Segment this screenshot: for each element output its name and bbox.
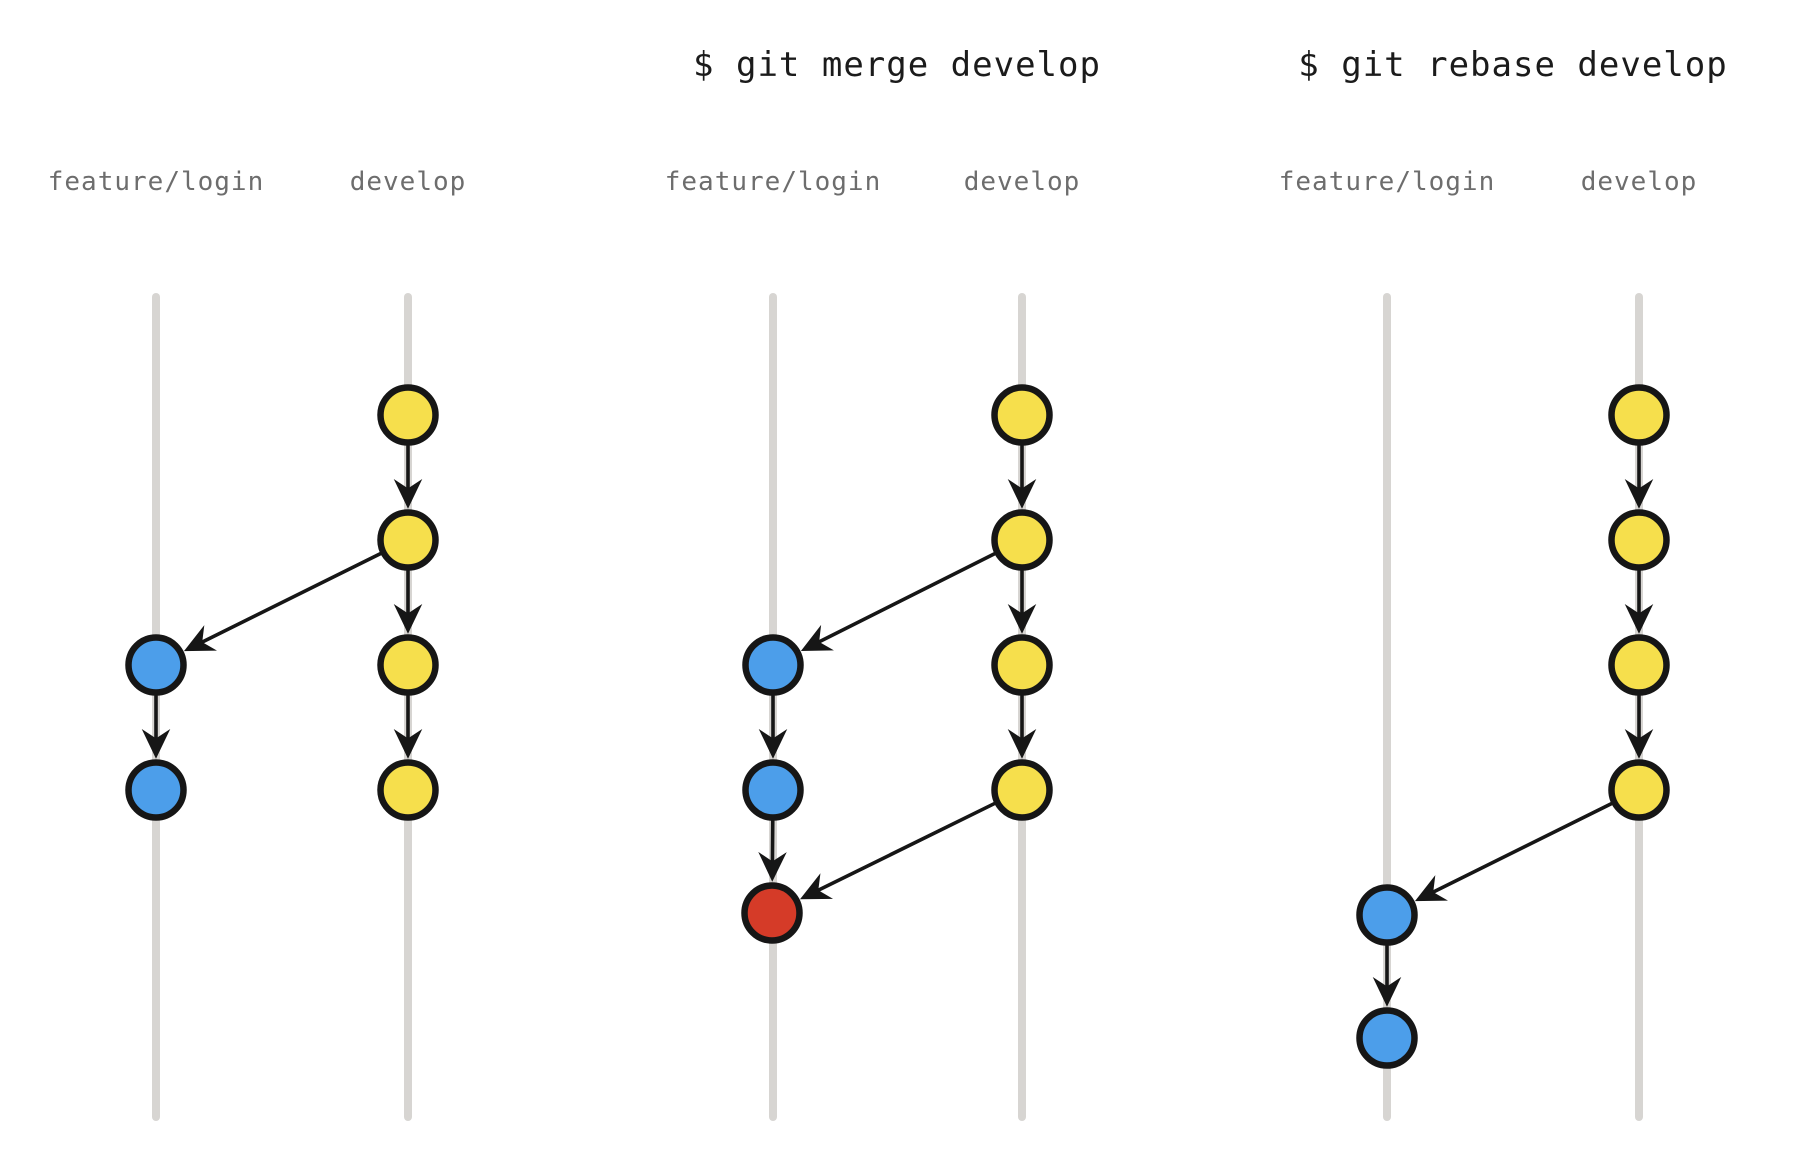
commit-node-yellow bbox=[377, 384, 439, 446]
commit-node-yellow bbox=[377, 509, 439, 571]
panel-before: feature/login develop bbox=[48, 167, 467, 1121]
commit-node-red bbox=[741, 882, 803, 944]
commit-node-blue bbox=[125, 759, 187, 821]
commit-node-yellow bbox=[991, 634, 1053, 696]
branch-label: feature/login bbox=[665, 167, 882, 197]
commit-node-yellow bbox=[1608, 384, 1670, 446]
branch-label: develop bbox=[350, 167, 467, 197]
commit-edge bbox=[799, 801, 996, 900]
branch-label: develop bbox=[964, 167, 1081, 197]
commit-node-yellow bbox=[1608, 509, 1670, 571]
commit-node-blue bbox=[1356, 884, 1418, 946]
branch-label: feature/login bbox=[48, 167, 265, 197]
commit-node-yellow bbox=[1608, 634, 1670, 696]
commit-node-yellow bbox=[1608, 759, 1670, 821]
commit-node-yellow bbox=[377, 759, 439, 821]
commit-node-blue bbox=[125, 634, 187, 696]
panel-rebase: $ git rebase develop feature/login develop bbox=[1279, 45, 1727, 1121]
commit-node-yellow bbox=[377, 634, 439, 696]
panel-merge: $ git merge develop feature/login develop bbox=[665, 45, 1101, 1121]
commit-node-blue bbox=[1356, 1007, 1418, 1069]
branch-label: feature/login bbox=[1279, 167, 1496, 197]
commit-edge bbox=[800, 552, 997, 652]
commit-edge bbox=[1414, 801, 1614, 902]
panel-title: $ git merge develop bbox=[693, 45, 1101, 85]
panel-title: $ git rebase develop bbox=[1298, 45, 1727, 85]
commit-node-yellow bbox=[991, 509, 1053, 571]
commit-edge bbox=[183, 551, 383, 652]
commit-node-blue bbox=[742, 759, 804, 821]
commit-node-blue bbox=[742, 634, 804, 696]
commit-node-yellow bbox=[991, 759, 1053, 821]
commit-node-yellow bbox=[991, 384, 1053, 446]
branch-label: develop bbox=[1581, 167, 1698, 197]
